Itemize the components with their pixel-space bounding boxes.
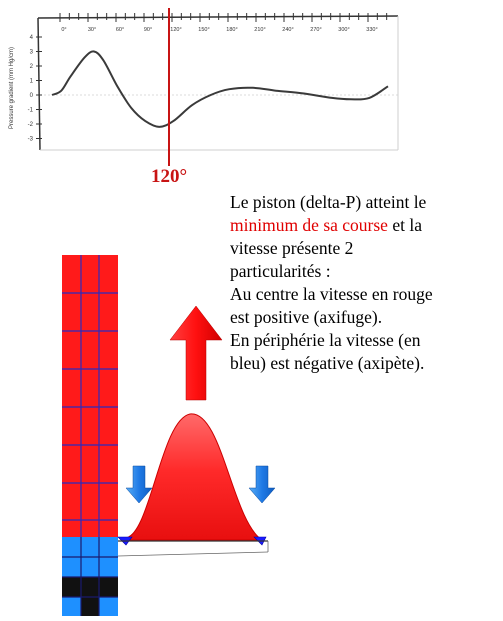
- profile-underline: [118, 552, 268, 556]
- y-tick-label: -3: [28, 137, 34, 143]
- y-tick-label: -1: [28, 108, 34, 114]
- y-tick-label: 3: [30, 50, 34, 56]
- x-tick-label: 330°: [366, 27, 377, 33]
- piston-body: [62, 255, 118, 537]
- description-text: Le piston (delta-P) atteint le minimum d…: [230, 191, 502, 375]
- dark-block: [62, 577, 118, 597]
- desc-line-7: En périphérie la vitesse (en: [230, 329, 502, 352]
- x-tick-label: 240°: [282, 27, 293, 33]
- dark-block-center: [81, 597, 99, 616]
- marker-label: 120°: [151, 166, 187, 187]
- desc-line-5: Au centre la vitesse en rouge: [230, 283, 502, 306]
- y-tick-label: 0: [30, 93, 34, 99]
- arrow-down-right-icon: [249, 466, 275, 503]
- curve-highlight: [110, 58, 118, 68]
- desc-line-2: minimum de sa course et la: [230, 214, 502, 237]
- y-axis-label: Pressure gradient (mm Hg/cm): [9, 47, 15, 129]
- y-tick-label: -2: [28, 122, 34, 128]
- desc-line-4: particularités :: [230, 260, 502, 283]
- arrow-up-icon: [170, 306, 222, 400]
- x-tick-label: 60°: [116, 27, 124, 33]
- x-tick-label: 90°: [144, 27, 152, 33]
- arrow-down-left-icon: [126, 466, 152, 503]
- x-tick-label: 0°: [61, 27, 66, 33]
- desc-line-1: Le piston (delta-P) atteint le: [230, 191, 502, 214]
- desc-line-8: bleu) est négative (axipète).: [230, 352, 502, 375]
- highlight-text: minimum de sa course: [230, 215, 388, 235]
- x-tick-label: 120°: [170, 27, 181, 33]
- piston-column: [62, 255, 118, 537]
- x-tick-label: 180°: [226, 27, 237, 33]
- x-tick-label: 300°: [338, 27, 349, 33]
- x-tick-label: 150°: [198, 27, 209, 33]
- y-tick-label: 1: [30, 79, 34, 85]
- desc-line-3: vitesse présente 2: [230, 237, 502, 260]
- desc-line-6: est positive (axifuge).: [230, 306, 502, 329]
- y-tick-label: 4: [30, 35, 34, 41]
- x-tick-label: 30°: [88, 27, 96, 33]
- x-tick-label: 270°: [310, 27, 321, 33]
- x-tick-label: 210°: [254, 27, 265, 33]
- pressure-gradient-graph: 4 3 2 1 0 -1 -2 -3 0° 30° 60° 90° 120° 150° 180° 210° 2…: [9, 8, 400, 187]
- desc-line-2-suffix: et la: [388, 215, 422, 235]
- y-tick-label: 2: [30, 64, 34, 70]
- fluid-base: [62, 537, 118, 616]
